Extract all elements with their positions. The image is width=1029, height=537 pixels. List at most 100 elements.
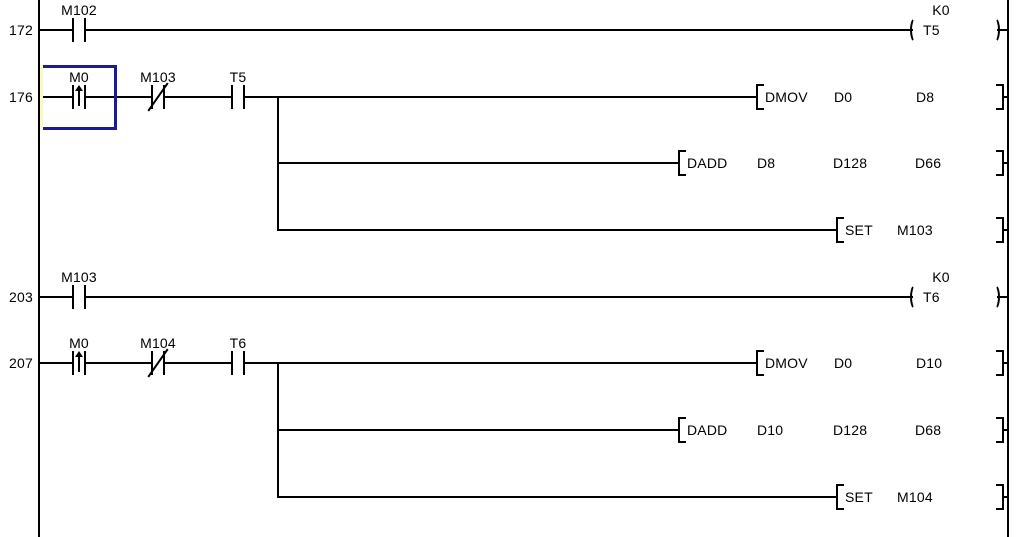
instruction-close-bracket-icon (996, 484, 1004, 510)
rising-edge-arrow-shaft (78, 356, 80, 372)
timer-preset-value: K0 (932, 2, 950, 18)
contact-bar-left (72, 285, 74, 309)
instruction-close-bracket-icon (996, 417, 1004, 443)
branch-wire (277, 429, 680, 431)
instruction-dmov[interactable] (754, 83, 1006, 111)
contact-label: M102 (61, 2, 97, 18)
branch-wire (277, 496, 838, 498)
instruction-open-bracket-icon (678, 150, 686, 176)
instruction-operand: D10 (757, 422, 784, 438)
instruction-close-bracket-icon (996, 84, 1004, 110)
contact-m102[interactable] (69, 16, 89, 44)
instruction-name: DMOV (765, 355, 808, 371)
contact-label: M103 (61, 269, 97, 285)
coil-operand: T5 (923, 22, 940, 38)
contact-m0[interactable] (69, 83, 89, 111)
contact-t5[interactable] (228, 83, 248, 111)
rung-wire (38, 96, 758, 98)
instruction-open-bracket-icon (756, 350, 764, 376)
right-power-rail (1007, 0, 1009, 537)
rung-wire (38, 296, 913, 298)
instruction-open-bracket-icon (836, 217, 844, 243)
contact-wire-gap (74, 26, 84, 34)
coil-open-paren-icon (910, 17, 921, 43)
contact-bar-left (231, 351, 233, 375)
instruction-operand: D0 (834, 89, 853, 105)
contact-bar-right (163, 351, 165, 375)
instruction-to-rail-wire (1003, 96, 1009, 98)
instruction-close-bracket-icon (996, 150, 1004, 176)
instruction-to-rail-wire (1003, 496, 1009, 498)
instruction-open-bracket-icon (756, 84, 764, 110)
instruction-operand: D66 (915, 155, 942, 171)
contact-wire-gap (233, 93, 243, 101)
rising-edge-arrow-shaft (78, 90, 80, 106)
step-number: 207 (9, 355, 33, 371)
branch-wire (277, 162, 680, 164)
instruction-operand: D8 (916, 89, 935, 105)
contact-label: T5 (229, 69, 247, 85)
contact-bar-right (84, 285, 86, 309)
contact-bar-left (151, 351, 153, 375)
branch-wire (277, 229, 838, 231)
contact-label: M104 (140, 335, 176, 351)
instruction-to-rail-wire (1003, 229, 1009, 231)
step-number: 176 (9, 89, 33, 105)
instruction-operand: D128 (833, 422, 868, 438)
instruction-set[interactable] (834, 216, 1006, 244)
contact-bar-left (231, 85, 233, 109)
instruction-name: DMOV (765, 89, 808, 105)
contact-bar-left (72, 18, 74, 42)
contact-bar-left (151, 85, 153, 109)
contact-m103[interactable] (148, 83, 168, 111)
contact-m104[interactable] (148, 349, 168, 377)
contact-bar-right (84, 18, 86, 42)
instruction-close-bracket-icon (996, 350, 1004, 376)
left-power-rail (38, 0, 40, 537)
coil-to-rail-wire (997, 296, 1009, 298)
contact-bar-right (243, 85, 245, 109)
instruction-dmov[interactable] (754, 349, 1006, 377)
instruction-name: SET (845, 222, 873, 238)
contact-m103[interactable] (69, 283, 89, 311)
rising-edge-arrow-head-icon (75, 85, 83, 91)
instruction-to-rail-wire (1003, 362, 1009, 364)
contact-bar-right (163, 85, 165, 109)
instruction-set[interactable] (834, 483, 1006, 511)
contact-label: M0 (69, 335, 89, 351)
contact-bar-right (243, 351, 245, 375)
contact-label: T6 (229, 335, 247, 351)
contact-bar-right (84, 351, 86, 375)
contact-bar-left (72, 85, 74, 109)
contact-t6[interactable] (228, 349, 248, 377)
rung-wire (38, 362, 758, 364)
coil-t6[interactable] (908, 283, 1011, 311)
instruction-dadd[interactable] (676, 149, 1006, 177)
contact-wire-gap (233, 359, 243, 367)
coil-open-paren-icon (910, 284, 921, 310)
coil-operand: T6 (923, 289, 940, 305)
instruction-operand: M104 (897, 489, 933, 505)
instruction-dadd[interactable] (676, 416, 1006, 444)
instruction-close-bracket-icon (996, 217, 1004, 243)
rung-wire (38, 29, 913, 31)
contact-bar-right (84, 85, 86, 109)
instruction-operand: D10 (916, 355, 943, 371)
coil-close-paren-icon (989, 17, 1000, 43)
instruction-name: DADD (687, 155, 728, 171)
coil-to-rail-wire (997, 29, 1009, 31)
instruction-open-bracket-icon (836, 484, 844, 510)
contact-wire-gap (74, 293, 84, 301)
selection-cursor-left-edge (40, 65, 43, 130)
contact-m0[interactable] (69, 349, 89, 377)
step-number: 172 (9, 22, 33, 38)
instruction-open-bracket-icon (678, 417, 686, 443)
contact-bar-left (72, 351, 74, 375)
contact-label: M103 (140, 69, 176, 85)
contact-label: M0 (69, 69, 89, 85)
coil-close-paren-icon (989, 284, 1000, 310)
step-number: 203 (9, 289, 33, 305)
coil-t5[interactable] (908, 16, 1011, 44)
instruction-operand: D68 (915, 422, 942, 438)
